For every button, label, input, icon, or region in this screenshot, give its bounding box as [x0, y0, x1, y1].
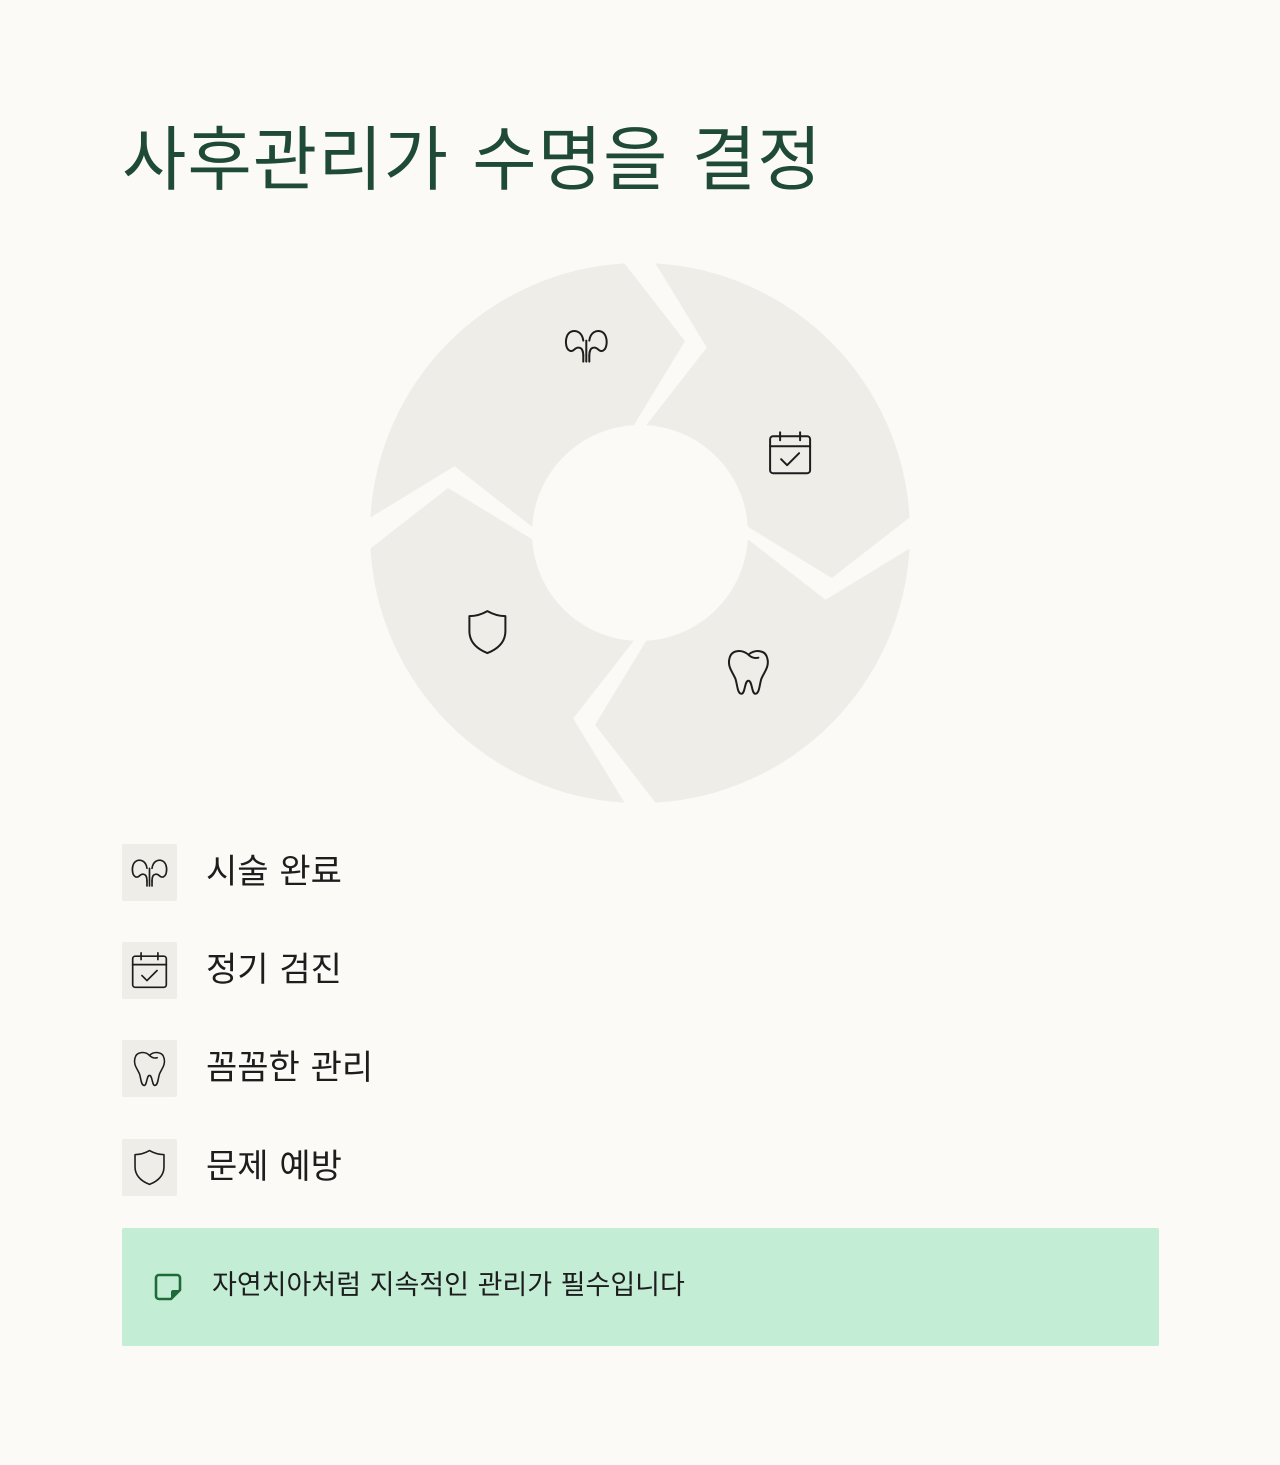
legend-label: 시술 완료 [206, 852, 342, 892]
shield-icon [131, 1149, 168, 1186]
calendar-check-icon [131, 952, 168, 989]
note-callout: 자연치아처럼 지속적인 관리가 필수입니다 [122, 1228, 1159, 1346]
cycle-segment-problem-prevention [370, 488, 634, 803]
legend-icon-box [122, 942, 177, 999]
legend-label: 문제 예방 [206, 1147, 342, 1187]
legend-item-procedure-complete: 시술 완료 [122, 844, 822, 901]
tooth-icon [131, 1050, 168, 1087]
legend-item-problem-prevention: 문제 예방 [122, 1139, 822, 1196]
page-title: 사후관리가 수명을 결정 [122, 119, 823, 201]
kidney-icon [131, 854, 168, 891]
legend-icon-box [122, 1040, 177, 1097]
note-icon [154, 1273, 182, 1301]
note-text: 자연치아처럼 지속적인 관리가 필수입니다 [212, 1270, 685, 1301]
cycle-segment-regular-checkup [646, 263, 910, 578]
cycle-segment-thorough-care [595, 539, 910, 803]
legend-label: 꼼꼼한 관리 [206, 1048, 374, 1088]
legend-icon-box [122, 844, 177, 901]
legend-label: 정기 검진 [206, 950, 342, 990]
legend-icon-box [122, 1139, 177, 1196]
legend-item-regular-checkup: 정기 검진 [122, 942, 822, 999]
cycle-segment-procedure-complete [370, 263, 685, 527]
legend-item-thorough-care: 꼼꼼한 관리 [122, 1040, 822, 1097]
